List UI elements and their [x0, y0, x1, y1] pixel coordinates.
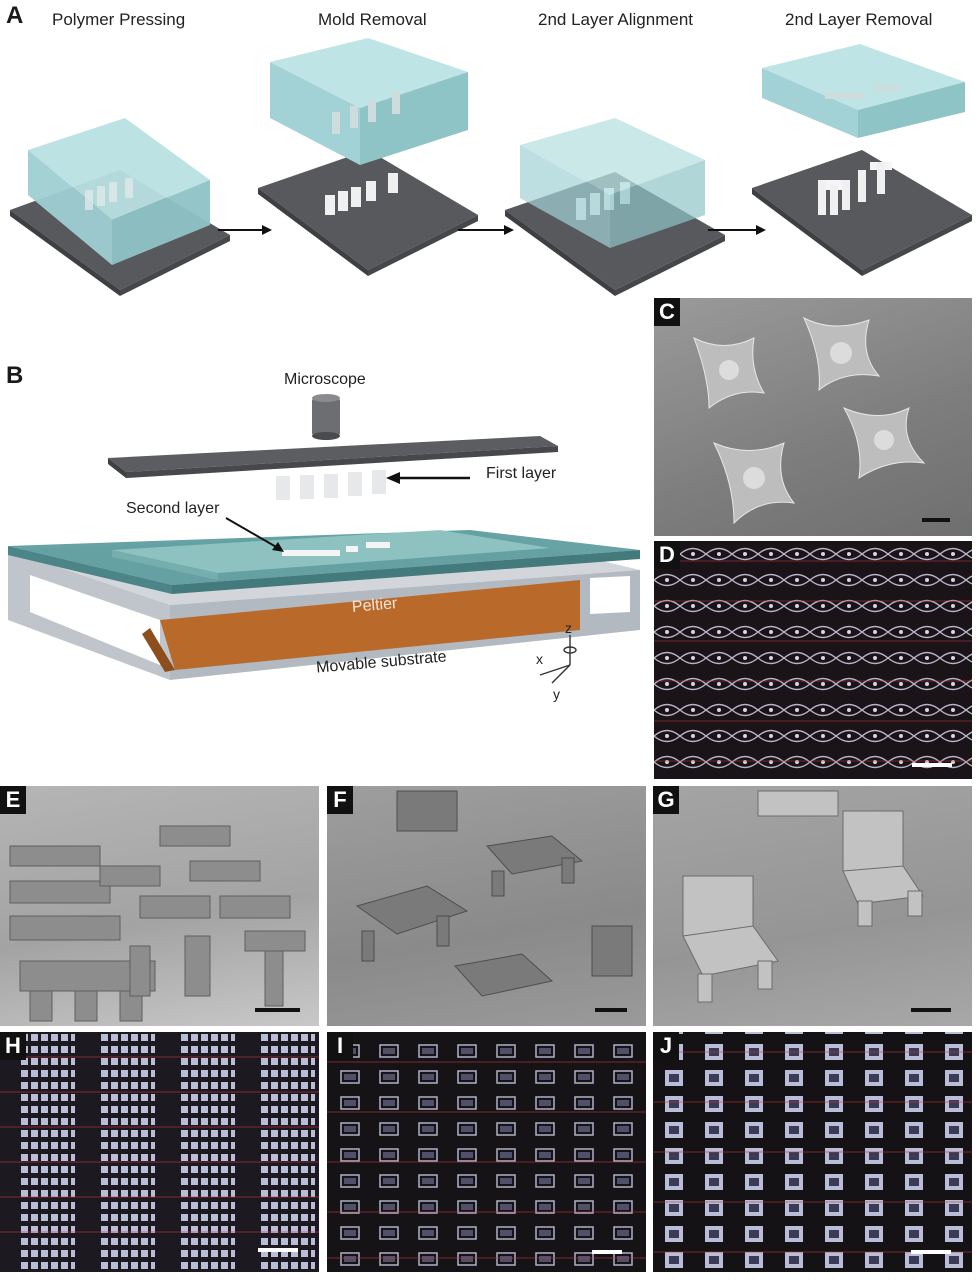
step-title-mold-removal: Mold Removal: [318, 10, 427, 29]
step-title-polymer-pressing: Polymer Pressing: [52, 10, 186, 29]
peltier-block: [142, 580, 580, 672]
scale-bar-d: [912, 763, 952, 767]
axis-x-label: x: [536, 651, 543, 667]
panel-label-a: A: [6, 2, 24, 29]
axis-y-label: y: [553, 686, 560, 702]
scale-bar-i: [592, 1250, 622, 1254]
first-layer-slide: [108, 436, 558, 500]
panel-label-f: F: [327, 786, 353, 814]
panel-e-sem-image: [0, 786, 319, 1026]
scale-bar-j: [911, 1250, 951, 1254]
first-layer-label: First layer: [486, 465, 557, 482]
scale-bar-f: [595, 1008, 627, 1012]
scale-bar-g: [911, 1008, 951, 1012]
glass-plate: [8, 530, 640, 594]
panel-c-sem-image: [654, 298, 972, 536]
arrow-1: [218, 225, 272, 235]
second-layer-arrow: [225, 517, 284, 552]
panel-label-e: E: [0, 786, 26, 814]
step1-diagram: [10, 118, 230, 296]
step3-diagram: [505, 118, 725, 296]
panel-h-optical-image: [0, 1032, 319, 1272]
axis-indicator: [539, 635, 577, 684]
step4-diagram: [752, 44, 972, 276]
arrow-2: [458, 225, 514, 235]
step-title-2nd-layer-removal: 2nd Layer Removal: [785, 10, 933, 29]
step2-diagram: [258, 38, 478, 276]
axis-z-label: z: [565, 620, 572, 636]
panel-label-b: B: [6, 362, 24, 389]
second-layer-label: Second layer: [126, 500, 220, 517]
arrow-3: [708, 225, 766, 235]
scale-bar-c: [922, 518, 950, 522]
step-title-2nd-layer-alignment: 2nd Layer Alignment: [538, 10, 693, 29]
panel-label-j: J: [653, 1032, 679, 1060]
panel-f-sem-image: [327, 786, 646, 1026]
panel-label-h: H: [0, 1032, 26, 1060]
panel-a-schematic: [10, 38, 972, 296]
panel-label-c: C: [654, 298, 680, 326]
microscope-label: Microscope: [284, 371, 366, 388]
microscope-objective: [312, 394, 340, 440]
panel-d-optical-image: [654, 541, 972, 779]
first-layer-arrow: [386, 472, 470, 484]
panel-b-setup-diagram: [8, 394, 640, 684]
panel-i-optical-image: [327, 1032, 646, 1272]
panel-j-optical-image: [653, 1032, 972, 1272]
scale-bar-h: [258, 1248, 298, 1252]
panel-g-sem-image: [653, 786, 972, 1026]
panel-label-i: I: [327, 1032, 353, 1060]
panel-label-d: D: [654, 541, 680, 569]
panel-label-g: G: [653, 786, 679, 814]
scale-bar-e: [255, 1008, 300, 1012]
